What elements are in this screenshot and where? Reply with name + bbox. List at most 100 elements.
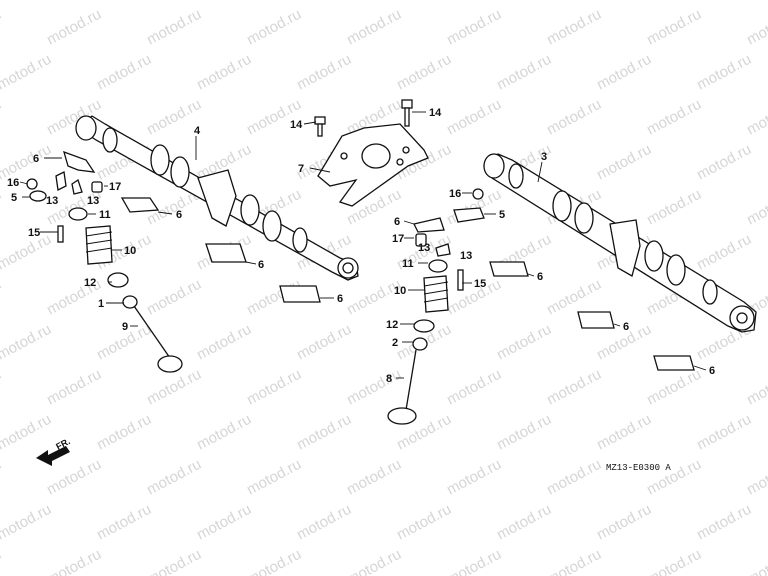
watermark-text: motod.ru bbox=[594, 141, 654, 184]
watermark-text: motod.ru bbox=[0, 186, 4, 229]
watermark-text: motod.ru bbox=[694, 141, 754, 184]
callout-5: 5 bbox=[11, 192, 17, 204]
watermark-text: motod.ru bbox=[644, 186, 704, 229]
watermark-text: motod.ru bbox=[694, 501, 754, 544]
watermark-text: motod.ru bbox=[0, 321, 54, 364]
watermark-text: motod.ru bbox=[44, 366, 104, 409]
right-valve-assembly bbox=[387, 188, 485, 425]
watermark-text: motod.ru bbox=[344, 276, 404, 319]
watermark-text: motod.ru bbox=[394, 0, 454, 4]
watermark-text: motod.ru bbox=[444, 366, 504, 409]
watermark-text: motod.ru bbox=[294, 0, 354, 4]
callout-13: 13 bbox=[87, 195, 99, 207]
watermark-text: motod.ru bbox=[644, 546, 704, 576]
callout-10: 10 bbox=[394, 285, 406, 297]
callout-6: 6 bbox=[176, 209, 182, 221]
watermark-text: motod.ru bbox=[744, 96, 768, 139]
callout-6: 6 bbox=[394, 216, 400, 228]
callout-6: 6 bbox=[537, 271, 543, 283]
callout-16: 16 bbox=[7, 177, 19, 189]
watermark-text: motod.ru bbox=[744, 366, 768, 409]
watermark-text: motod.ru bbox=[744, 6, 768, 49]
watermark-text: motod.ru bbox=[694, 411, 754, 454]
callout-12: 12 bbox=[84, 277, 96, 289]
watermark-text: motod.ru bbox=[494, 51, 554, 94]
watermark-text: motod.ru bbox=[444, 546, 504, 576]
watermark-text: motod.ru bbox=[594, 0, 654, 4]
callout-11: 11 bbox=[402, 258, 414, 270]
watermark-text: motod.ru bbox=[294, 321, 354, 364]
watermark-text: motod.ru bbox=[644, 366, 704, 409]
diagram-code: MZ13-E0300 A bbox=[606, 463, 671, 473]
watermark-text: motod.ru bbox=[544, 456, 604, 499]
watermark-text: motod.ru bbox=[744, 546, 768, 576]
callout-8: 8 bbox=[386, 373, 392, 385]
camshaft-holder-bracket bbox=[317, 123, 429, 207]
watermark-text: motod.ru bbox=[144, 6, 204, 49]
watermark-text: motod.ru bbox=[44, 456, 104, 499]
callout-9: 9 bbox=[122, 321, 128, 333]
watermark-text: motod.ru bbox=[0, 96, 4, 139]
callout-13: 13 bbox=[418, 242, 430, 254]
watermark-text: motod.ru bbox=[444, 456, 504, 499]
watermark-text: motod.ru bbox=[544, 6, 604, 49]
callout-17: 17 bbox=[109, 181, 121, 193]
callout-11: 11 bbox=[99, 209, 111, 221]
watermark-text: motod.ru bbox=[0, 51, 54, 94]
watermark-text: motod.ru bbox=[194, 411, 254, 454]
watermark-text: motod.ru bbox=[294, 411, 354, 454]
watermark-text: motod.ru bbox=[244, 546, 304, 576]
watermark-text: motod.ru bbox=[494, 321, 554, 364]
callout-6: 6 bbox=[709, 365, 715, 377]
watermark-text: motod.ru bbox=[94, 51, 154, 94]
watermark-text: motod.ru bbox=[644, 96, 704, 139]
watermark-text: motod.ru bbox=[744, 456, 768, 499]
watermark-text: motod.ru bbox=[444, 96, 504, 139]
callout-numbers: 6 16 5 13 13 17 11 15 10 12 1 9 4 6 6 6 … bbox=[7, 107, 715, 385]
watermark-text: motod.ru bbox=[494, 0, 554, 4]
callout-14: 14 bbox=[290, 119, 303, 131]
bolt-14-right bbox=[401, 99, 413, 127]
callout-4: 4 bbox=[194, 125, 201, 137]
callout-15: 15 bbox=[474, 278, 486, 290]
watermark-text: motod.ru bbox=[544, 366, 604, 409]
watermark-text: motod.ru bbox=[644, 6, 704, 49]
watermark-text: motod.ru bbox=[194, 0, 254, 4]
watermark-text: motod.ru bbox=[0, 6, 4, 49]
callout-6: 6 bbox=[623, 321, 629, 333]
callout-10: 10 bbox=[124, 245, 136, 257]
watermark-text: motod.ru bbox=[594, 51, 654, 94]
watermark-text: motod.ru bbox=[544, 96, 604, 139]
left-valve-assembly bbox=[26, 150, 183, 373]
watermark-text: motod.ru bbox=[694, 231, 754, 274]
watermark-text: motod.ru bbox=[394, 51, 454, 94]
watermark-text: motod.ru bbox=[44, 6, 104, 49]
watermark-text: motod.ru bbox=[194, 51, 254, 94]
watermark-text: motod.ru bbox=[194, 321, 254, 364]
watermark-text: motod.ru bbox=[244, 366, 304, 409]
watermark-text: motod.ru bbox=[94, 411, 154, 454]
right-shims bbox=[489, 261, 695, 371]
callout-14: 14 bbox=[429, 107, 442, 119]
watermark-text: motod.ru bbox=[344, 546, 404, 576]
watermark-text: motod.ru bbox=[244, 96, 304, 139]
watermark-text: motod.ru bbox=[244, 456, 304, 499]
watermark-text: motod.ru bbox=[344, 456, 404, 499]
watermark-text: motod.ru bbox=[0, 0, 54, 4]
watermark-text: motod.ru bbox=[694, 0, 754, 4]
watermark-text: motod.ru bbox=[294, 501, 354, 544]
watermark-text: motod.ru bbox=[0, 546, 4, 576]
left-camshaft bbox=[75, 115, 359, 281]
watermark-text: motod.ru bbox=[744, 186, 768, 229]
right-camshaft bbox=[483, 153, 757, 333]
left-shims bbox=[120, 197, 321, 303]
watermark-text: motod.ru bbox=[494, 411, 554, 454]
callout-6: 6 bbox=[258, 259, 264, 271]
callout-13: 13 bbox=[460, 250, 472, 262]
watermark-text: motod.ru bbox=[194, 501, 254, 544]
bolt-14-left bbox=[314, 116, 326, 137]
watermark-text: motod.ru bbox=[0, 276, 4, 319]
